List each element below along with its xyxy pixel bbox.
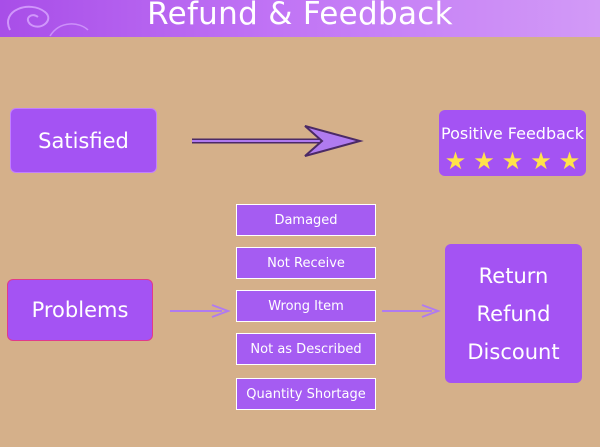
page-title: Refund & Feedback — [147, 0, 453, 32]
issue-damaged: Damaged — [236, 204, 376, 236]
star-icon: ★ — [530, 147, 552, 175]
outcome-return: Return — [478, 263, 549, 288]
star-icon: ★ — [444, 147, 467, 175]
issue-not-as-described: Not as Described — [236, 333, 376, 365]
issue-quantity-shortage: Quantity Shortage — [236, 378, 376, 410]
satisfied-to-feedback-arrow — [192, 125, 364, 157]
header-banner: Refund & Feedback — [0, 0, 600, 37]
issue-not-receive: Not Receive — [236, 247, 376, 279]
star-icon: ★ — [558, 147, 581, 175]
star-icon: ★ — [473, 147, 495, 175]
swirl-decoration-icon — [7, 5, 89, 37]
problems-to-issues-arrow — [170, 304, 231, 318]
outcome-refund: Refund — [476, 301, 551, 326]
positive-feedback-box: Positive Feedback ★ ★ ★ ★ ★ — [439, 110, 586, 176]
rating-stars: ★ ★ ★ ★ ★ — [445, 149, 581, 173]
satisfied-box: Satisfied — [10, 108, 157, 173]
issues-to-outcomes-arrow — [382, 304, 441, 318]
positive-feedback-label: Positive Feedback — [441, 124, 584, 143]
issue-wrong-item: Wrong Item — [236, 290, 376, 322]
outcomes-box: Return Refund Discount — [445, 244, 582, 383]
outcome-discount: Discount — [467, 339, 560, 364]
problems-box: Problems — [7, 279, 153, 341]
star-icon: ★ — [501, 147, 524, 175]
